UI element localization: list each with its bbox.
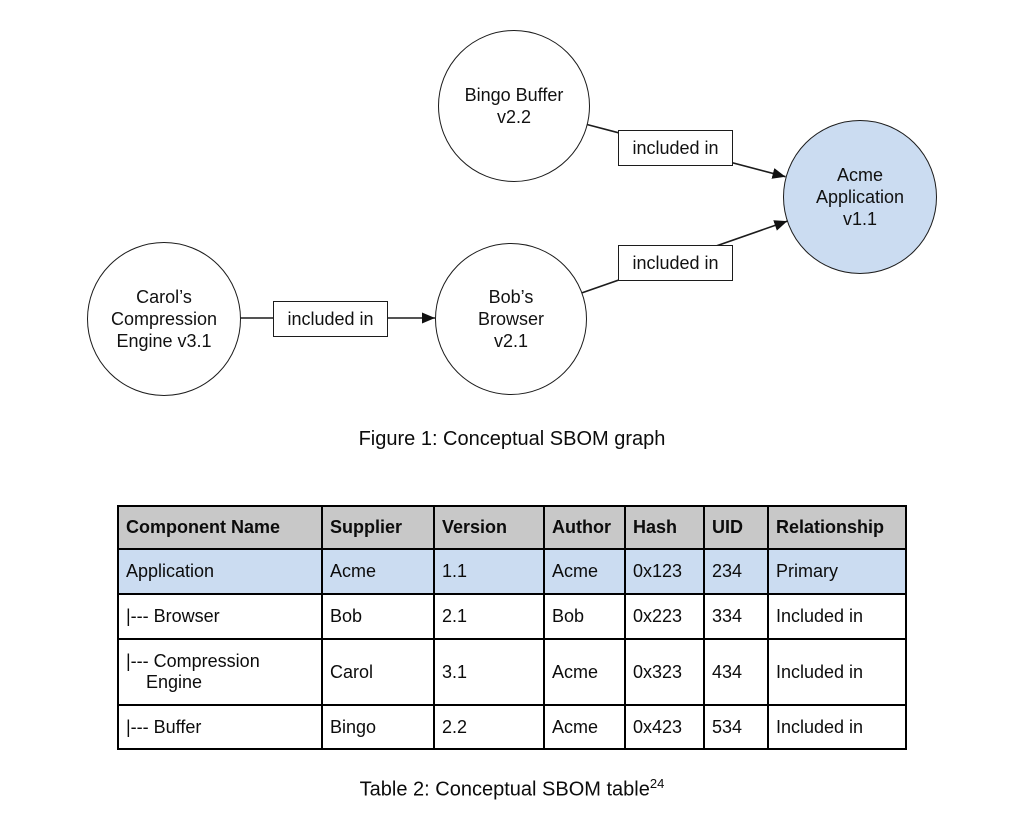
table-row-compression-engine: |--- Compression Engine Carol 3.1 Acme 0… xyxy=(117,638,907,706)
figure-caption: Figure 1: Conceptual SBOM graph xyxy=(358,428,666,450)
column-header-version: Version xyxy=(433,505,545,550)
cell-version: 1.1 xyxy=(433,548,545,595)
cell-uid: 334 xyxy=(703,593,769,640)
node-label: Bingo Buffer v2.2 xyxy=(464,85,564,127)
edge-label-text: included in xyxy=(632,253,719,273)
table-row-buffer: |--- Buffer Bingo 2.2 Acme 0x423 534 Inc… xyxy=(117,704,907,750)
table-caption-footnote: 24 xyxy=(649,776,665,791)
column-header-author: Author xyxy=(543,505,626,550)
table-caption: Table 2: Conceptual SBOM table24 xyxy=(0,776,1024,802)
cell-relationship: Included in xyxy=(767,593,907,640)
table-header-row: Component Name Supplier Version Author H… xyxy=(117,505,907,550)
cell-supplier: Bob xyxy=(321,593,435,640)
table-row-application: Application Acme 1.1 Acme 0x123 234 Prim… xyxy=(117,548,907,595)
cell-hash: 0x323 xyxy=(624,638,705,706)
cell-version: 2.1 xyxy=(433,593,545,640)
cell-hash: 0x423 xyxy=(624,704,705,750)
sbom-table: Component Name Supplier Version Author H… xyxy=(117,505,907,750)
cell-uid: 434 xyxy=(703,638,769,706)
node-label: Bob’s Browser v2.1 xyxy=(477,287,544,351)
cell-hash: 0x223 xyxy=(624,593,705,640)
edge-label-text: included in xyxy=(632,138,719,158)
cell-author: Acme xyxy=(543,638,626,706)
cell-author: Bob xyxy=(543,593,626,640)
cell-relationship: Included in xyxy=(767,704,907,750)
cell-author: Acme xyxy=(543,704,626,750)
cell-author: Acme xyxy=(543,548,626,595)
edge-label-carol-to-bob: included in xyxy=(273,301,388,337)
cell-supplier: Acme xyxy=(321,548,435,595)
cell-component-name: |--- Compression Engine xyxy=(117,638,323,706)
cell-supplier: Bingo xyxy=(321,704,435,750)
column-header-hash: Hash xyxy=(624,505,705,550)
graph-node-acme-application: Acme Application v1.1 xyxy=(783,120,937,274)
cell-hash: 0x123 xyxy=(624,548,705,595)
sbom-graph-figure: Bingo Buffer v2.2 Acme Application v1.1 … xyxy=(87,30,937,396)
cell-component-name: |--- Browser xyxy=(117,593,323,640)
cell-relationship: Primary xyxy=(767,548,907,595)
cell-component-name: Application xyxy=(117,548,323,595)
table-row-browser: |--- Browser Bob 2.1 Bob 0x223 334 Inclu… xyxy=(117,593,907,640)
column-header-relationship: Relationship xyxy=(767,505,907,550)
cell-uid: 534 xyxy=(703,704,769,750)
graph-node-bingo-buffer: Bingo Buffer v2.2 xyxy=(438,30,590,182)
graph-node-carols-compression-engine: Carol’s Compression Engine v3.1 xyxy=(87,242,241,396)
column-header-uid: UID xyxy=(703,505,769,550)
cell-uid: 234 xyxy=(703,548,769,595)
cell-relationship: Included in xyxy=(767,638,907,706)
edge-label-bob-to-acme: included in xyxy=(618,245,733,281)
cell-version: 3.1 xyxy=(433,638,545,706)
edge-label-text: included in xyxy=(287,309,374,329)
column-header-supplier: Supplier xyxy=(321,505,435,550)
table-caption-text: Table 2: Conceptual SBOM table xyxy=(359,778,650,801)
column-header-component-name: Component Name xyxy=(117,505,323,550)
graph-node-bobs-browser: Bob’s Browser v2.1 xyxy=(435,243,587,395)
node-label: Acme Application v1.1 xyxy=(815,165,905,229)
node-label: Carol’s Compression Engine v3.1 xyxy=(110,287,218,351)
cell-version: 2.2 xyxy=(433,704,545,750)
cell-component-name: |--- Buffer xyxy=(117,704,323,750)
cell-supplier: Carol xyxy=(321,638,435,706)
edge-label-bingo-to-acme: included in xyxy=(618,130,733,166)
